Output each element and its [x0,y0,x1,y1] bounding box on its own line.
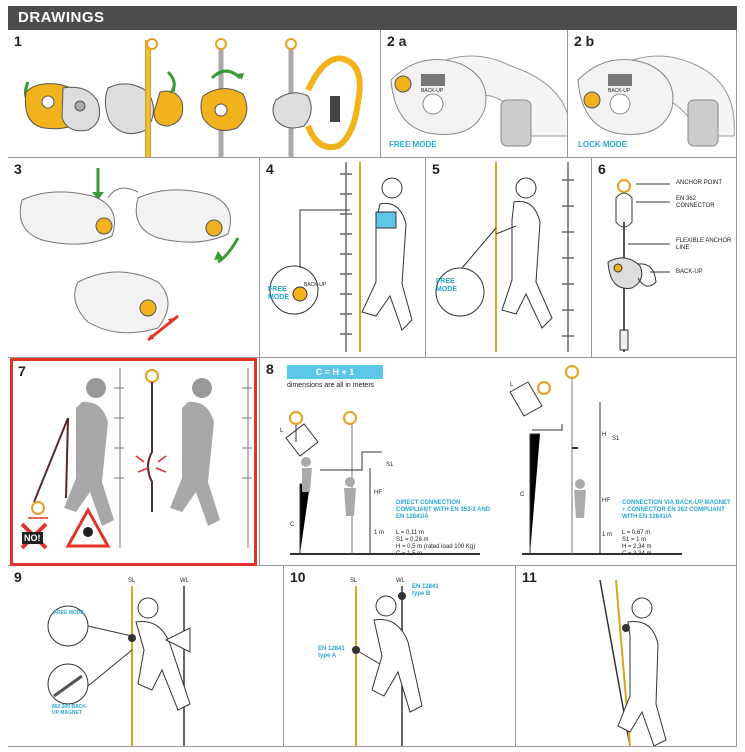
dim-l-right: L [510,382,514,388]
climber-descent-illustration [435,162,574,352]
panel-4: 4 BACK-UP FREE MODE [260,158,426,358]
left-value-s1: S1 = 0,28 m [396,537,429,543]
free-mode-caption: FREE MODE [54,610,84,616]
panel-5: 5 FREE MODE [426,158,592,358]
panel-7: 7 NO! [8,358,260,566]
anchor-point-label: ANCHOR POINT [676,180,723,186]
panel-number: 5 [432,161,440,177]
sl-label: SL [350,578,358,584]
device-free-mode-illustration [390,55,567,147]
dim-c-left: C [290,522,295,528]
backup-magnet-caption: 802.300 BACK-UP MAGNET [52,704,88,716]
back-up-label: BACK-UP [608,88,631,94]
section-title: DRAWINGS [18,9,105,26]
panel-number: 6 [598,161,606,177]
connector-label: EN 362 CONNECTOR [676,196,715,209]
panel-number: 2 a [387,33,407,49]
panel-number: 10 [290,569,306,585]
dim-s1-right: S1 [612,436,620,442]
right-value-h: H = 2,34 m [622,544,652,550]
panel-2a: 2 a BACK-UP FREE MODE [381,30,568,158]
panel-6: 6 ANCHOR POINT EN 362 CONNECTOR FLEXIBLE… [592,158,737,358]
sl-label: SL [128,578,136,584]
dim-h-right: H [602,432,607,438]
free-mode-caption: FREE MODE [268,286,289,301]
panel-8: 8 C [260,358,737,566]
device-lock-mode-illustration [577,55,735,147]
climber-on-rope-illustration [599,579,667,746]
dim-hf-left: HF [374,490,382,496]
dim-1m-right: 1 m [602,532,613,538]
left-value-h: H = 0,5 m (rated load 100 Kg) [396,544,476,550]
panel-1: 1 [8,30,381,158]
panel-number: 3 [14,161,22,177]
lock-mode-caption: LOCK MODE [578,140,627,149]
section-header: DRAWINGS [8,6,737,30]
en-type-b-caption: EN 12841 type B [412,584,439,597]
panel-9: 9 SL WL FREE MODE 802.300 BACK-UP MAGNET [8,566,284,747]
no-warning-label: NO! [22,532,43,544]
dim-s1-left: S1 [386,462,394,468]
panel-2b: 2 b BACK-UP LOCK MODE [568,30,737,158]
panel-3: 3 [8,158,260,358]
device-opening-illustration [24,38,363,157]
panel-number: 7 [18,363,26,379]
right-connection-caption: CONNECTION VIA BACK-UP MAGNET + CONNECTO… [622,500,731,520]
right-value-c: C = 3,34 m [622,551,652,557]
left-value-l: L = 0,11 m [396,530,424,536]
back-up-label: BACK-UP [304,282,327,288]
free-mode-caption: FREE MODE [389,140,437,149]
climber-ladder-free-mode-illustration [269,162,413,352]
left-connection-caption: DIRECT CONNECTION COMPLIANT WITH EN 353-… [396,500,491,520]
dim-l-left: L [280,428,284,434]
wl-label: WL [396,578,405,584]
units-note: dimensions are all in meters [287,382,375,389]
dim-hf-right: HF [602,498,610,504]
panel-number: 8 [266,361,274,377]
back-up-label: BACK-UP [676,269,703,275]
free-mode-caption: FREE MODE [436,278,457,293]
dim-c-right: C [520,492,525,498]
right-value-s1: S1 = 1 m [622,537,647,543]
warning-highlight-frame [10,358,257,566]
device-closing-illustration [19,168,240,342]
rope-access-dual-line-illustration [352,586,423,746]
panel-10: 10 SL WL EN 12841 type B EN 12841 type A [284,566,516,747]
fall-warning-illustration [20,368,252,550]
left-value-c: C = 1,5 m [396,551,423,557]
panel-number: 11 [522,569,537,585]
formula-box: C = H + 1 [287,365,383,379]
anchor-line-label: FLEXIBLE ANCHOR LINE [676,238,732,251]
panel-number: 9 [14,569,22,585]
fall-clearance-diagram [285,365,682,555]
panel-11: 11 [516,566,737,747]
right-value-l: L = 0,67 m [622,530,651,536]
panel-number: 4 [266,161,274,177]
anchor-system-illustration [607,179,670,352]
wl-label: WL [180,578,189,584]
rope-access-backup-illustration [47,586,191,746]
panel-number: 2 b [574,33,595,49]
panel-number: 1 [14,33,22,49]
en-type-a-caption: EN 12841 type A [318,646,345,659]
back-up-label: BACK-UP [421,88,444,94]
dim-1m-left: 1 m [374,530,385,536]
